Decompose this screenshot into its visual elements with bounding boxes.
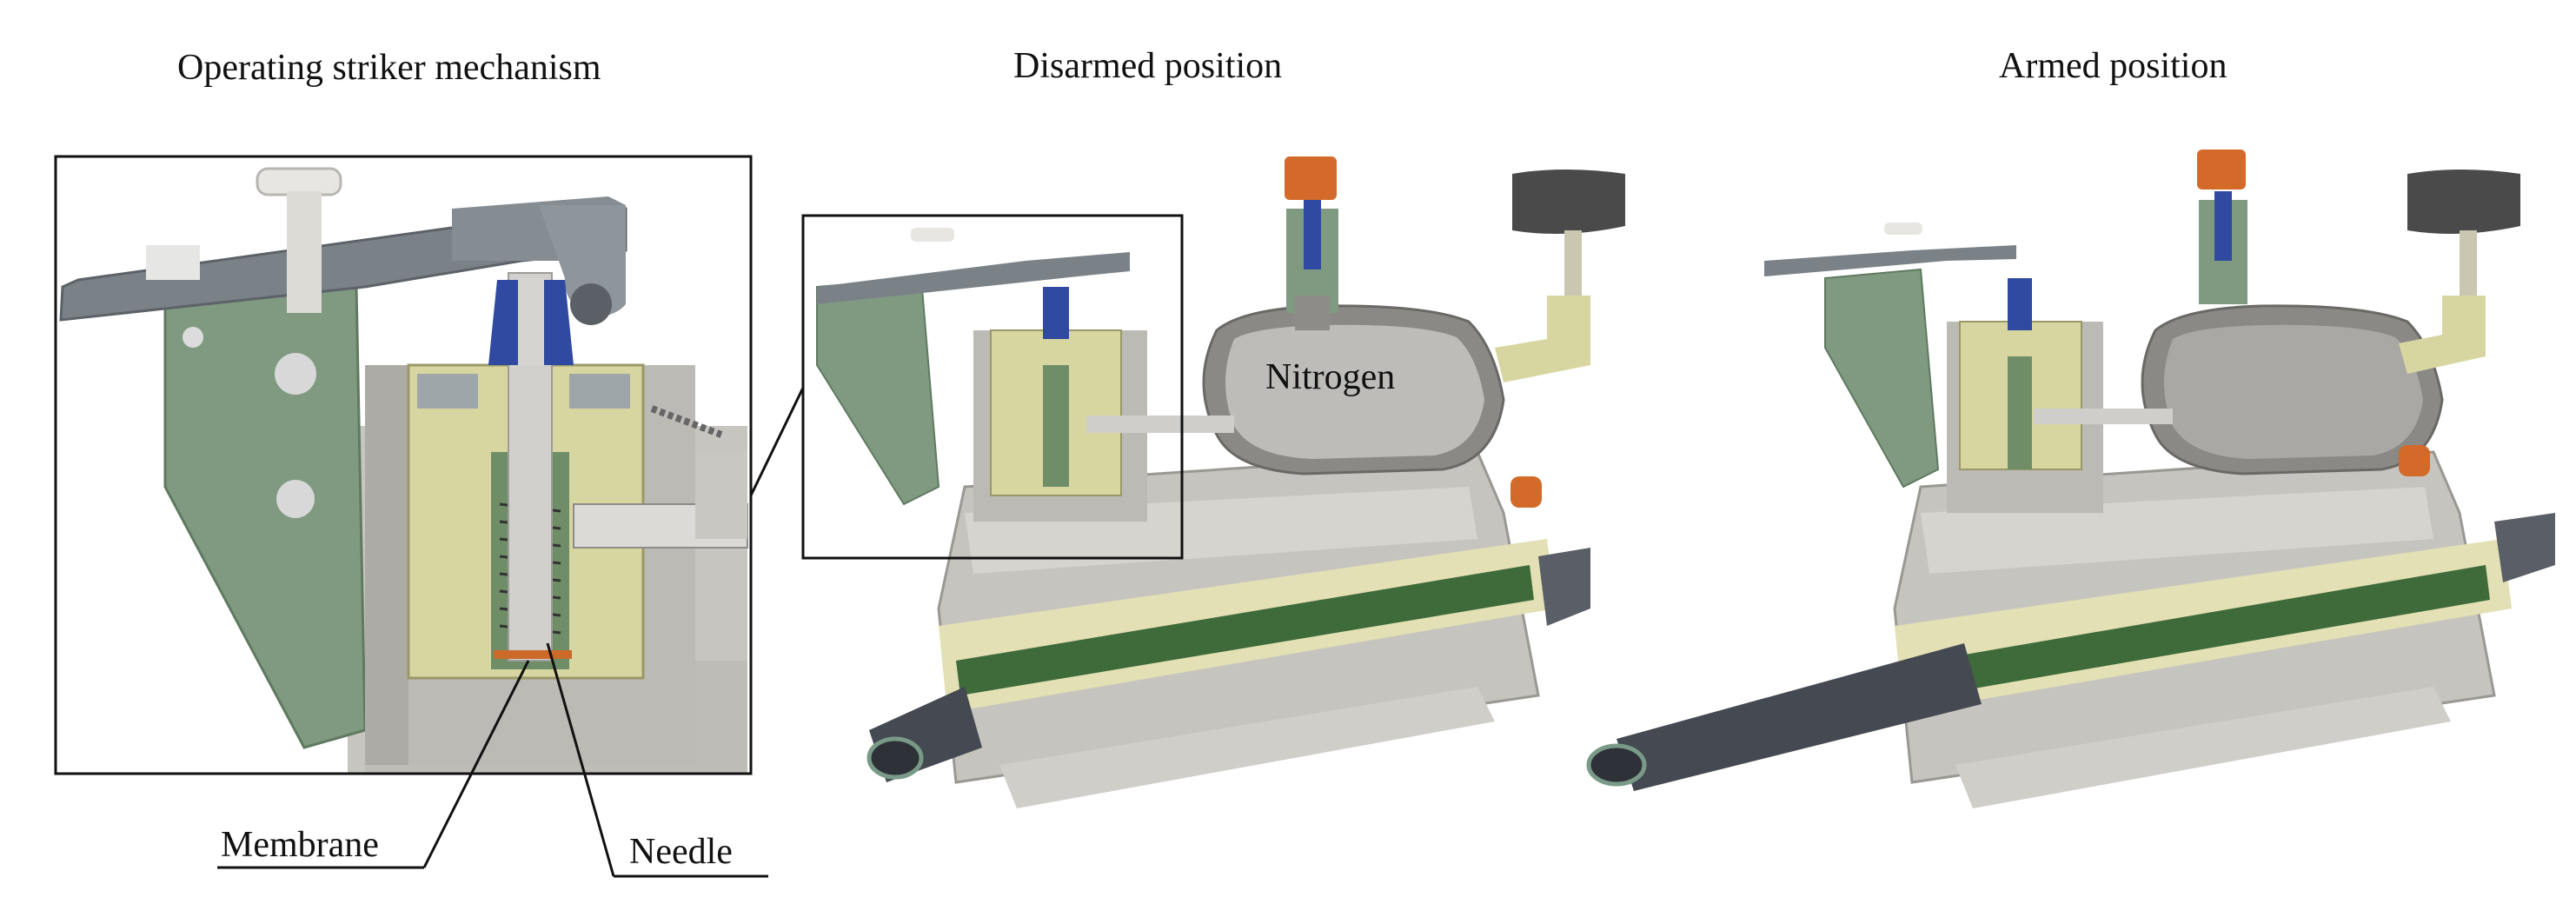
disarmed-gauge-elbow xyxy=(1495,296,1590,382)
caption-disarmed-position: Disarmed position xyxy=(1013,46,1283,86)
disarmed-lever xyxy=(817,252,1130,304)
armed-orange-cap xyxy=(2197,150,2246,190)
detail-green-bracket xyxy=(163,285,367,749)
needle-leader xyxy=(546,642,615,877)
detail-knob-stem xyxy=(287,191,322,313)
disarmed-end-cap xyxy=(1538,548,1590,626)
detail-return-spring xyxy=(650,405,723,438)
disarmed-pressure-gauge xyxy=(1512,170,1625,234)
disarmed-knob xyxy=(911,228,954,242)
detail-membrane xyxy=(494,650,572,659)
disarmed-tank-interior xyxy=(1225,324,1484,459)
disarmed-piston-rod xyxy=(956,565,1534,695)
armed-blue-cap xyxy=(2008,278,2032,330)
caption-armed-position: Armed position xyxy=(1999,46,2227,86)
disarmed-assembly xyxy=(816,156,1625,808)
disarmed-lower-rail xyxy=(999,687,1495,808)
caption-striker-mechanism: Operating striker mechanism xyxy=(177,48,601,88)
detail-bracket-hole xyxy=(183,327,203,348)
disarmed-orange-cap xyxy=(1285,156,1337,200)
detail-bracket-hole xyxy=(275,353,316,395)
zoom-source-frame xyxy=(801,214,1184,560)
detail-bracket-hole xyxy=(276,480,315,518)
armed-gauge-elbow xyxy=(2399,296,2486,374)
detail-small-block xyxy=(146,245,200,280)
detail-frame xyxy=(54,155,753,775)
disarmed-tank-pipe xyxy=(1086,416,1234,433)
armed-orange-fitting xyxy=(2399,445,2430,476)
detail-bolt xyxy=(569,374,630,409)
disarmed-rod-eye xyxy=(866,736,924,780)
armed-piston-rod xyxy=(1929,565,2490,695)
armed-knob xyxy=(1884,223,1922,235)
label-membrane: Membrane xyxy=(221,825,379,865)
detail-bolt xyxy=(417,374,478,409)
armed-assembly xyxy=(1586,150,2555,808)
label-needle: Needle xyxy=(629,832,733,872)
armed-green-bracket xyxy=(1824,268,1940,489)
disarmed-green-bracket xyxy=(816,276,940,506)
armed-lever xyxy=(1764,245,2016,276)
detail-knob xyxy=(256,167,342,196)
armed-end-cap xyxy=(2494,513,2555,582)
armed-tank-interior xyxy=(2164,324,2423,459)
armed-lower-rail xyxy=(1955,687,2451,808)
armed-tank-pipe xyxy=(2034,409,2173,424)
membrane-leader xyxy=(422,660,530,868)
detail-hook-roller xyxy=(570,283,612,325)
disarmed-blue-cap xyxy=(1043,287,1069,339)
disarmed-orange-fitting xyxy=(1510,476,1542,508)
armed-rod-eye xyxy=(1586,743,1647,787)
label-nitrogen: Nitrogen xyxy=(1265,357,1396,397)
striker-detail-view xyxy=(59,167,748,774)
armed-pressure-gauge xyxy=(2407,170,2520,234)
zoom-connector-line xyxy=(749,387,805,496)
armed-extended-rod xyxy=(1617,643,1982,791)
